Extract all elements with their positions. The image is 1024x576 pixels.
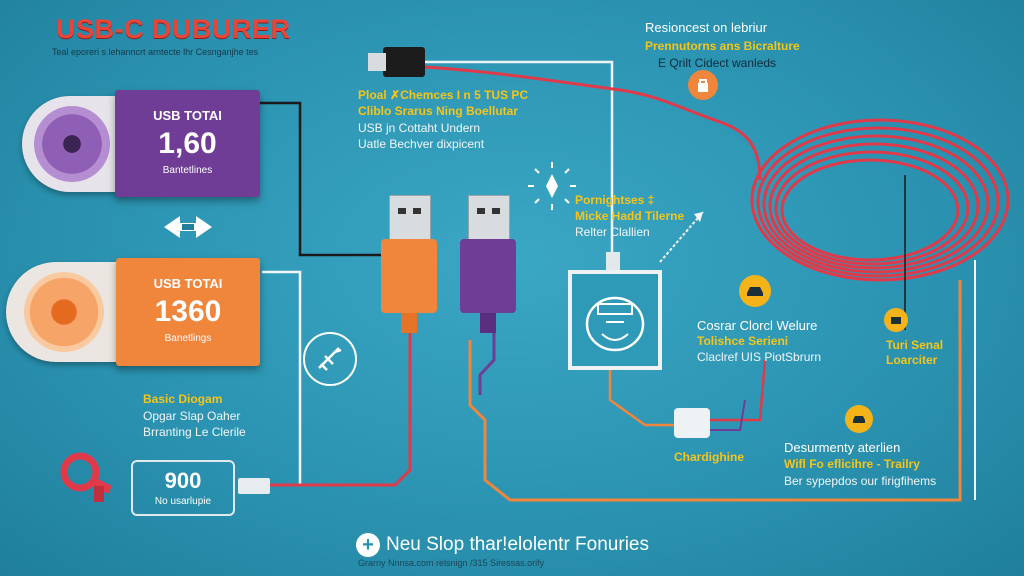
- plus-icon[interactable]: +: [356, 533, 380, 557]
- right-mid-line: Claclref UIS PiotSbrurn: [697, 350, 822, 364]
- center-top-line1: USB jn Cottaht Undern: [358, 121, 481, 135]
- satellite-dish-icon: [303, 332, 357, 386]
- footer-sub: Grarny Nnnsa.com relsnign /315 Siressas.…: [358, 558, 545, 568]
- clamp-icon: [56, 448, 126, 517]
- purple-card-sub: Bantetlines: [162, 165, 213, 176]
- bottom-right-title: Desurmenty aterlien: [784, 440, 901, 455]
- mid-center-line: Relter Clallien: [575, 225, 650, 239]
- changing-connector: [674, 408, 710, 438]
- battery-badge-icon: [884, 308, 908, 332]
- basic-diagram-line2: Brranting Le Clerile: [143, 425, 246, 439]
- right-mid-title: Cosrar Clorcl Welure: [697, 318, 818, 333]
- right-side-line2: Loarciter: [886, 353, 938, 367]
- purple-usb-plug: [460, 195, 516, 335]
- sparkle-icon: [526, 160, 578, 217]
- mid-center-title2: Micke Hadd Tilerne: [575, 209, 685, 223]
- counter-plug: [238, 478, 270, 494]
- right-mid-subtitle: Tolishce Serieni: [697, 334, 789, 348]
- orange-usb-card: USB TOTAI 1360 Banetlings: [116, 258, 260, 366]
- footer-main: + Neu Slop thar!elolentr Fonuries: [356, 533, 649, 557]
- orange-device-knob: [6, 262, 128, 362]
- page-title: USB-C DUBURER: [56, 14, 291, 44]
- page-subtitle: Teal eporeri s lehanncrt arntecte lhr Ce…: [52, 47, 259, 57]
- orange-usb-plug: [381, 195, 437, 335]
- basic-diagram-line1: Opgar Slap Oaher: [143, 409, 241, 423]
- basic-diagram-title: Basic Diogam: [143, 392, 223, 406]
- bottom-right-badge-icon: [845, 405, 873, 433]
- purple-card-label: USB TOTAI: [153, 108, 222, 123]
- monitor-icon: [568, 270, 662, 370]
- lock-badge-icon: [688, 70, 718, 100]
- center-top-title1: Ploal ✗Chemces I n 5 TUS PC: [358, 88, 529, 102]
- center-top-title2: Cliblo Srarus Ning Boellutar: [358, 104, 519, 118]
- bottom-right-line: Ber sypepdos our firigfihems: [784, 474, 937, 488]
- counter-value: 900: [164, 468, 202, 493]
- top-right-title: Resioncest on lebriur: [645, 20, 768, 35]
- purple-device-knob: [22, 96, 132, 192]
- car-badge-icon: [739, 275, 771, 307]
- bottom-right-subtitle: Wifl Fo eflicihre - Trailry: [784, 457, 920, 471]
- orange-card-sub: Banetlings: [164, 333, 212, 344]
- top-right-line: E Qrilt Cidect wanleds: [658, 56, 777, 70]
- counter-sub: No usarlupie: [154, 496, 212, 507]
- footer-main-text: Neu Slop thar!elolentr Fonuries: [386, 534, 649, 555]
- monitor-top-plug: [606, 252, 620, 270]
- changing-label: Chardighine: [674, 450, 745, 464]
- mid-center-title1: Pornightses ‡: [575, 193, 655, 207]
- orange-card-value: 1360: [154, 295, 222, 328]
- orange-card-label: USB TOTAI: [153, 276, 223, 291]
- bidirectional-arrow-icon: [160, 212, 216, 247]
- purple-usb-card: USB TOTAI 1,60 Bantetlines: [115, 90, 260, 197]
- right-side-line1: Turi Senal: [886, 338, 944, 352]
- top-right-subtitle: Prennutorns ans Bicralture: [645, 39, 800, 53]
- purple-card-value: 1,60: [158, 127, 217, 160]
- counter-box: 900 No usarlupie: [131, 460, 235, 516]
- center-top-line2: Uatle Bechver dixpicent: [358, 137, 485, 151]
